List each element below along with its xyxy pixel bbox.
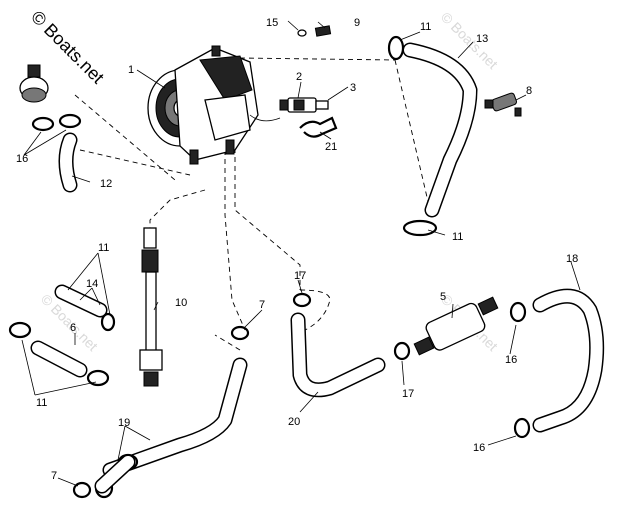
elbow-fitting xyxy=(484,92,522,117)
callout-2: 2 xyxy=(296,71,302,83)
callout-1: 1 xyxy=(128,64,134,76)
hose-12 xyxy=(58,132,78,193)
bracket-21 xyxy=(299,116,338,138)
callout-12: 12 xyxy=(100,178,112,190)
callout-7-mid: 7 xyxy=(259,299,265,311)
callout-13: 13 xyxy=(476,33,488,45)
drain-plug xyxy=(19,64,49,103)
fuel-pump xyxy=(147,45,281,165)
callout-11-left: 11 xyxy=(98,242,109,254)
clamp-17-top xyxy=(292,292,312,308)
hose-20 xyxy=(290,312,386,398)
clamp-16-right-a xyxy=(509,301,527,323)
callout-11-top: 11 xyxy=(420,21,431,33)
bolt-and-washer xyxy=(297,25,332,37)
callout-10: 10 xyxy=(175,297,187,309)
callout-15: 15 xyxy=(266,17,278,29)
clamp-17-low xyxy=(393,341,411,361)
hose-18 xyxy=(532,288,605,433)
callout-18: 18 xyxy=(566,253,578,265)
callout-17-low: 17 xyxy=(402,388,414,400)
callout-8: 8 xyxy=(526,85,532,97)
callout-21: 21 xyxy=(325,141,337,153)
clamp-16-b xyxy=(58,113,82,129)
clamp-7-bottom xyxy=(72,481,92,499)
fuel-filter-5 xyxy=(413,296,499,356)
callout-19: 19 xyxy=(118,417,130,429)
callout-14: 14 xyxy=(86,278,98,290)
callout-20: 20 xyxy=(288,416,300,428)
short-hose-bottom xyxy=(94,454,136,494)
hose-fittings-left xyxy=(30,284,108,378)
callout-16-left: 16 xyxy=(16,153,28,165)
clamp-11-left-a xyxy=(8,321,32,339)
callout-16-right: 16 xyxy=(505,354,517,366)
callout-11-mid: 11 xyxy=(452,231,463,243)
clamp-16-right-b xyxy=(513,417,531,439)
clamp-11-left-c xyxy=(100,312,116,332)
callout-9: 9 xyxy=(354,17,360,29)
clamp-16-a xyxy=(31,116,55,132)
callout-17-top: 17 xyxy=(294,270,306,282)
hose-19 xyxy=(102,357,248,478)
hose-13 xyxy=(402,42,478,218)
callout-16-bottom: 16 xyxy=(473,442,485,454)
clamp-11-left-b xyxy=(86,369,110,387)
fuel-sensor xyxy=(279,97,329,113)
clamp-11-mid xyxy=(402,219,438,237)
callout-6: 6 xyxy=(70,322,76,334)
fuel-line-10 xyxy=(139,227,163,387)
callout-11-bottom-left: 11 xyxy=(36,397,47,409)
leader-lines xyxy=(21,20,581,487)
clamp-11-top xyxy=(387,35,405,61)
clamp-7-mid xyxy=(230,325,250,341)
callout-3: 3 xyxy=(350,82,356,94)
callout-7-bottom: 7 xyxy=(51,470,57,482)
callout-5: 5 xyxy=(440,291,446,303)
